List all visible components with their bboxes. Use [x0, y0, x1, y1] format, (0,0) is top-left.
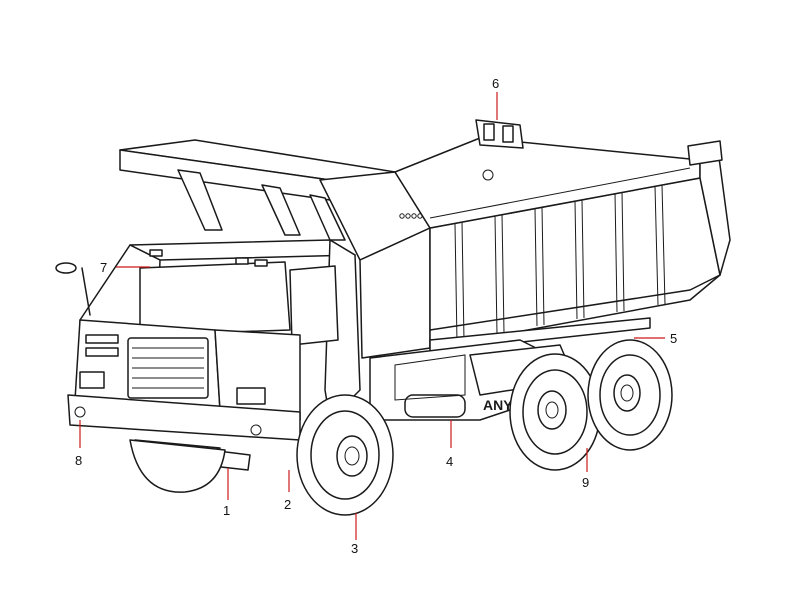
callouts: 1 2 3 4 5 6 7 8 9: [75, 76, 677, 556]
bolt-row: [399, 213, 423, 219]
chassis: ANY: [369, 339, 576, 421]
callout-9-label: 9: [582, 475, 589, 490]
callout-6-label: 6: [492, 76, 499, 91]
front-end: [67, 319, 301, 493]
callout-7-label: 7: [100, 260, 107, 275]
callout-8-label: 8: [75, 453, 82, 468]
callout-3-label: 3: [351, 541, 358, 556]
front-wheel: [296, 394, 394, 516]
callout-5-label: 5: [670, 331, 677, 346]
callout-4-label: 4: [446, 454, 453, 469]
callout-1-label: 1: [223, 503, 230, 518]
rear-wheel-front: [509, 353, 601, 471]
dump-bed: [119, 119, 731, 359]
callout-2-label: 2: [284, 497, 291, 512]
rear-wheel-rear: [587, 339, 673, 451]
body-logo: ANY: [483, 397, 513, 413]
